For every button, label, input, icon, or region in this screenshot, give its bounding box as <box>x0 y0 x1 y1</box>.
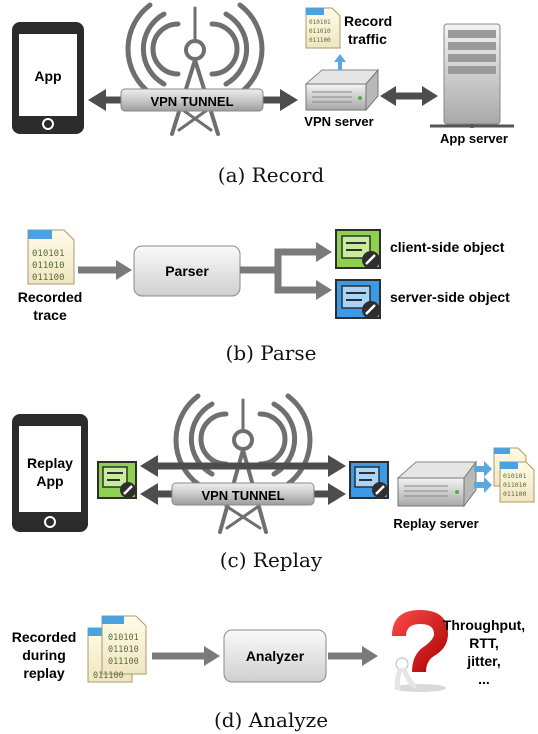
client-object-label: client-side object <box>390 239 505 255</box>
server-object-icon <box>349 461 389 499</box>
svg-text:010101: 010101 <box>503 472 527 480</box>
phone-label-2: App <box>36 473 63 489</box>
svg-text:011100: 011100 <box>309 37 331 44</box>
record-arrow-icon <box>334 54 346 70</box>
metric-3: jitter, <box>466 653 500 669</box>
source-label-2: during <box>22 647 66 663</box>
trace-label-2: trace <box>33 307 67 323</box>
server-object-label: server-side object <box>390 289 510 305</box>
svg-text:011100: 011100 <box>108 657 139 667</box>
file-icon: 010101 011010 011100 <box>27 229 75 285</box>
vpn-tunnel-arrow <box>88 88 298 112</box>
vpn-server-icon <box>304 68 380 112</box>
svg-text:011100: 011100 <box>93 671 124 681</box>
source-label-1: Recorded <box>12 629 77 645</box>
panel-parse: 010101 011010 011100 Recorded trace Pars… <box>18 229 510 365</box>
app-server-label: App server <box>440 131 508 146</box>
svg-text:010101: 010101 <box>108 633 139 643</box>
client-object-icon <box>97 461 137 499</box>
caption-analyze: (d) Analyze <box>214 708 328 732</box>
phone-label: App <box>34 68 61 84</box>
metric-1: Throughput, <box>443 617 525 633</box>
file-icon: 010101 011010 011100 <box>305 7 341 49</box>
output-arrows-icon <box>474 461 492 493</box>
radio-tower-icon <box>125 2 265 136</box>
caption-replay: (c) Replay <box>220 548 323 572</box>
analyzer-label: Analyzer <box>246 648 305 664</box>
parser-label: Parser <box>165 263 209 279</box>
svg-text:011100: 011100 <box>32 273 65 283</box>
tunnel-label: VPN TUNNEL <box>201 488 284 503</box>
record-label-1: Record <box>344 13 392 29</box>
client-object-icon <box>335 229 381 269</box>
question-mark-icon <box>392 610 448 692</box>
replay-server-label: Replay server <box>393 516 478 531</box>
svg-text:011010: 011010 <box>503 481 527 489</box>
svg-text:011010: 011010 <box>108 645 139 655</box>
record-label-2: traffic <box>348 31 387 47</box>
trace-label-1: Recorded <box>18 289 83 305</box>
metric-2: RTT, <box>469 635 499 651</box>
file-icon: 010101 011010 011100 011100 <box>87 615 147 683</box>
panel-analyze: Recorded during replay 010101 011010 011… <box>12 610 525 732</box>
phone-icon <box>12 22 84 134</box>
server-link-arrow <box>380 86 438 106</box>
metric-4: ... <box>478 671 490 687</box>
server-object-icon <box>335 279 381 319</box>
analyzer-to-result-arrow <box>328 646 378 666</box>
svg-text:010101: 010101 <box>32 249 65 259</box>
tunnel-label: VPN TUNNEL <box>150 94 233 109</box>
replay-lower-arrow <box>140 482 346 506</box>
caption-record: (a) Record <box>218 163 325 187</box>
phone-icon <box>12 414 88 532</box>
files-to-analyzer-arrow <box>152 646 220 666</box>
source-label-3: replay <box>23 665 64 681</box>
replay-server-icon <box>396 460 477 508</box>
svg-text:010101: 010101 <box>309 19 331 26</box>
panel-replay: Replay App <box>12 393 535 572</box>
caption-parse: (b) Parse <box>226 341 317 365</box>
phone-label-1: Replay <box>27 455 73 471</box>
analyzer-box <box>223 629 327 683</box>
app-server-icon <box>430 23 514 128</box>
trace-to-parser-arrow <box>78 260 132 280</box>
panel-record: App VPN TUNNEL <box>12 2 514 187</box>
vpn-server-label: VPN server <box>304 114 373 129</box>
file-icon: 010101 011010 011100 <box>493 447 535 503</box>
replay-upper-arrow <box>140 455 346 477</box>
svg-text:011010: 011010 <box>32 261 65 271</box>
svg-text:011100: 011100 <box>503 490 527 498</box>
svg-text:011010: 011010 <box>309 28 331 35</box>
parser-split-arrow <box>240 248 316 294</box>
